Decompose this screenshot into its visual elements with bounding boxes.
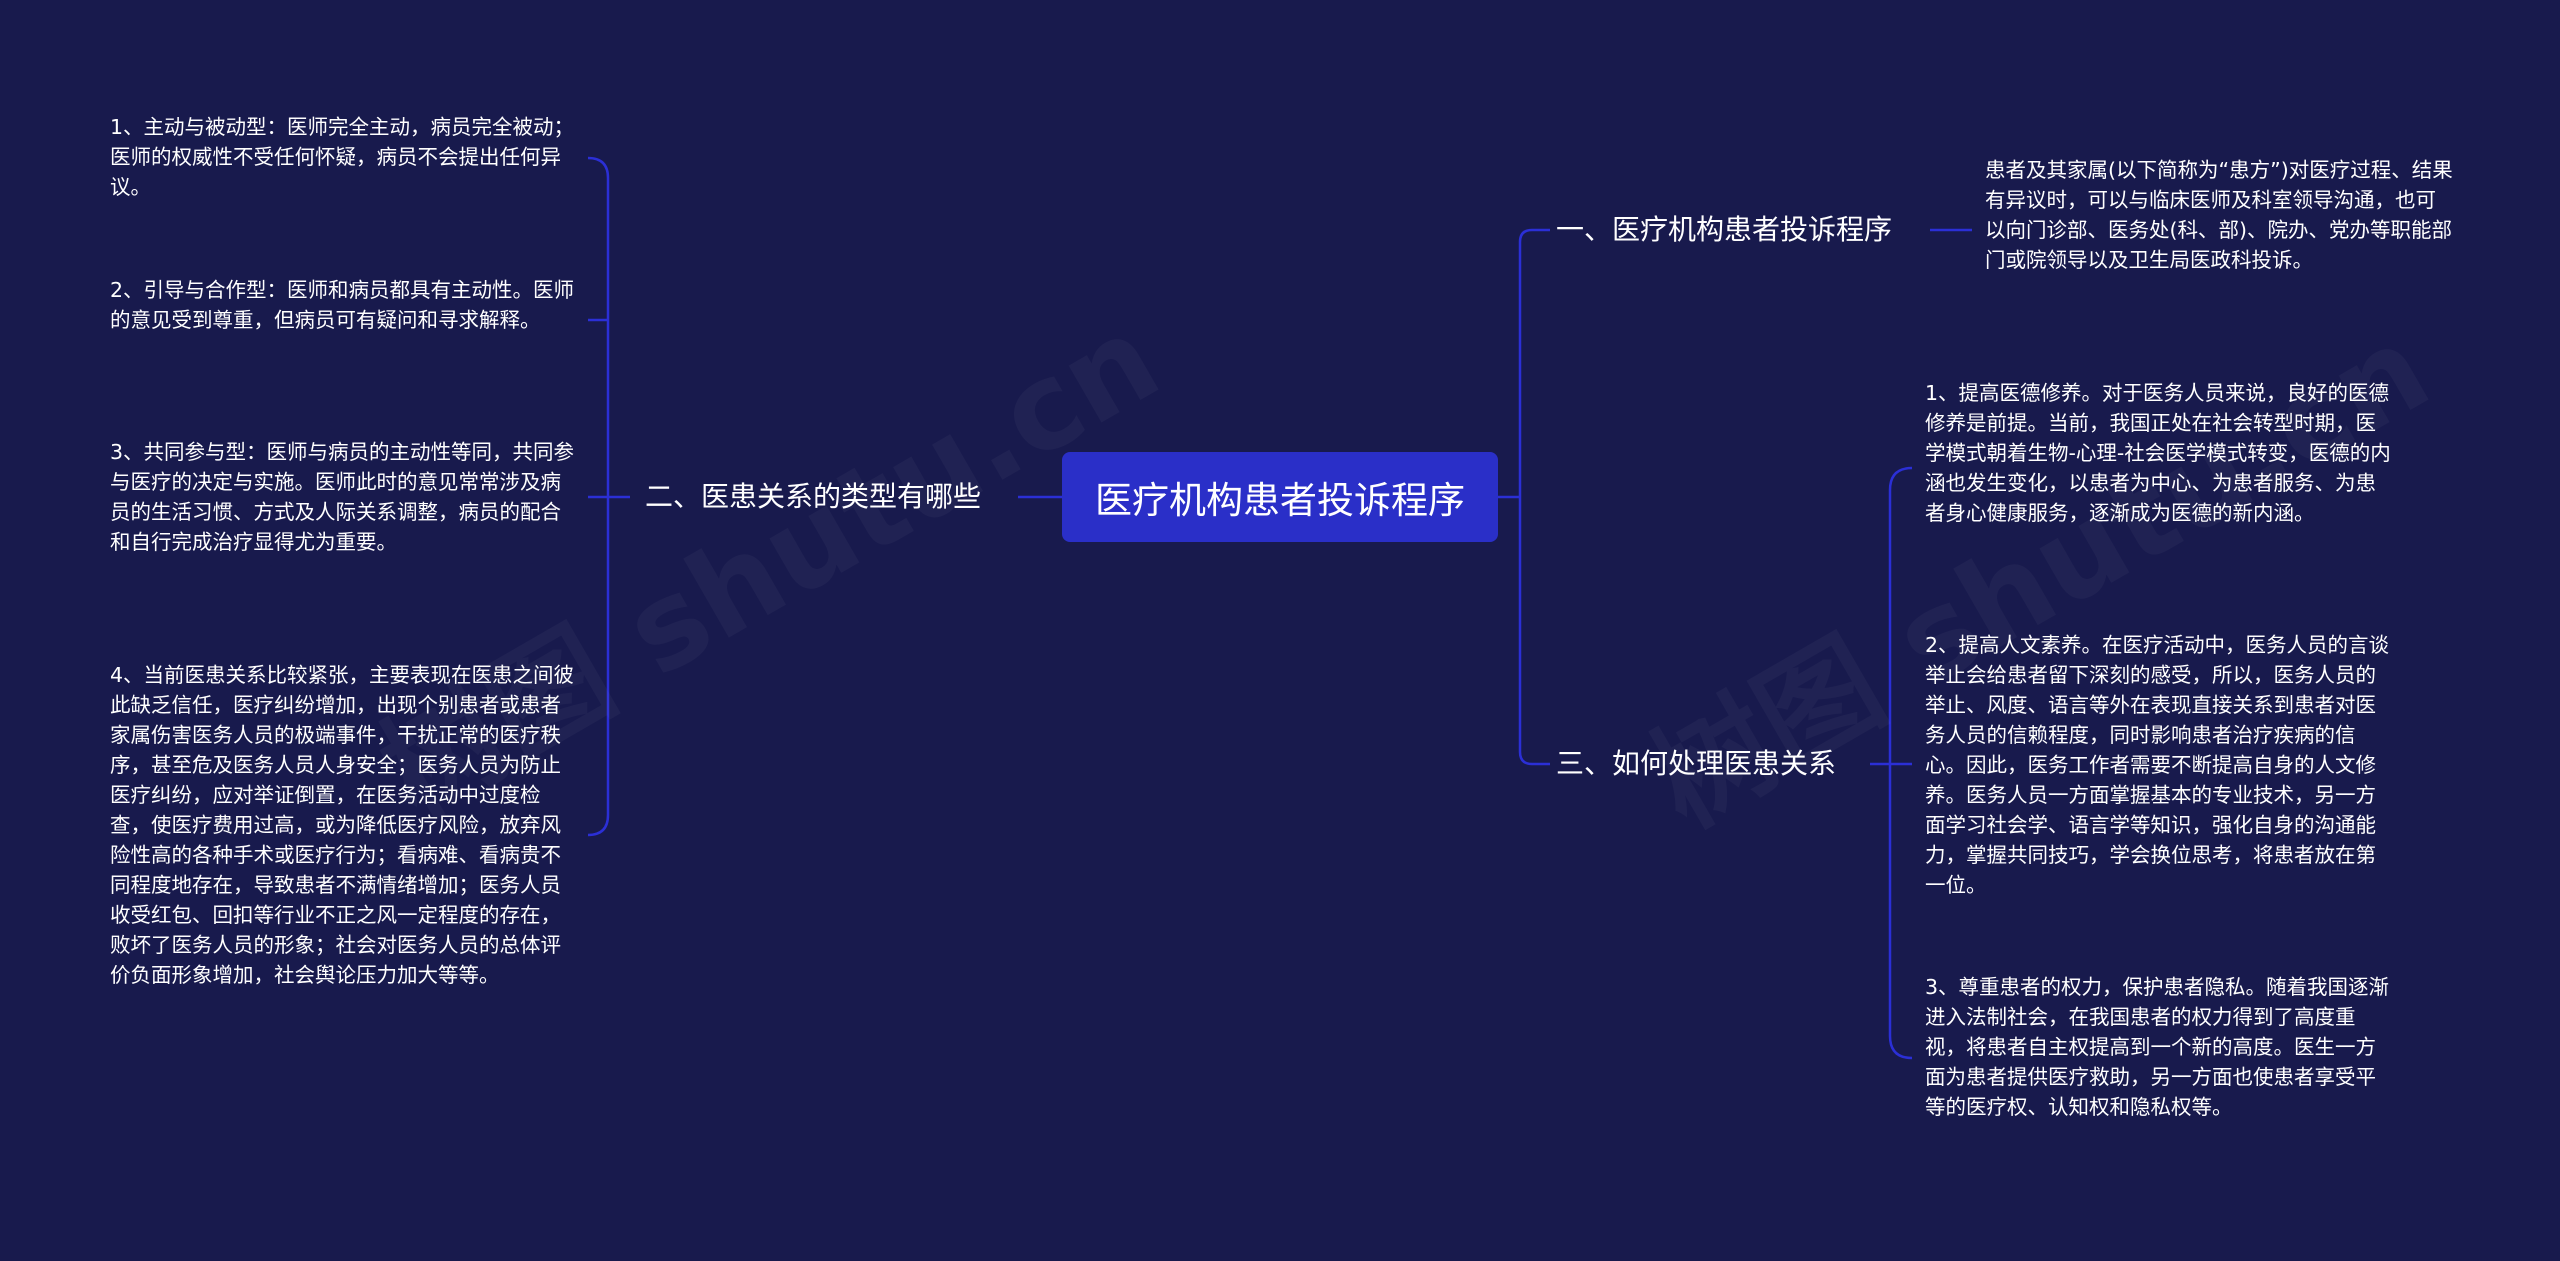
branch-2-leaf-2: 2、引导与合作型：医师和病员都具有主动性。医师的意见受到尊重，但病员可有疑问和寻… [110, 278, 575, 332]
branch-3-node[interactable]: 三、如何处理医患关系 [1556, 747, 1837, 780]
branch-3-leaf-2: 2、提高人文素养。在医疗活动中，医务人员的言谈举止会给患者留下深刻的感受，所以，… [1925, 633, 2390, 897]
branch-3-leaf-1: 1、提高医德修养。对于医务人员来说，良好的医德修养是前提。当前，我国正处在社会转… [1925, 381, 2391, 525]
branch-3-leaf-3: 3、尊重患者的权力，保护患者隐私。随着我国逐渐进入法制社会，在我国患者的权力得到… [1925, 975, 2390, 1119]
branch-2-leaf-4: 4、当前医患关系比较紧张，主要表现在医患之间彼此缺乏信任，医疗纠纷增加，出现个别… [110, 663, 575, 987]
connector-right-trunk [1518, 228, 1533, 766]
branch-1-node[interactable]: 一、医疗机构患者投诉程序 [1556, 213, 1893, 246]
root-node[interactable]: 医疗机构患者投诉程序 [1062, 452, 1498, 542]
branch-2-leaf-1: 1、主动与被动型：医师完全主动，病员完全被动；医师的权威性不受任何怀疑，病员不会… [110, 115, 575, 199]
branch-2-leaf-3: 3、共同参与型：医师与病员的主动性等同，共同参与医疗的决定与实施。医师此时的意见… [110, 440, 575, 554]
branch-1-leaf-1: 患者及其家属(以下简称为“患方”)对医疗过程、结果有异议时，可以与临床医师及科室… [1985, 158, 2453, 272]
branch-2-node[interactable]: 二、医患关系的类型有哪些 [645, 480, 982, 513]
